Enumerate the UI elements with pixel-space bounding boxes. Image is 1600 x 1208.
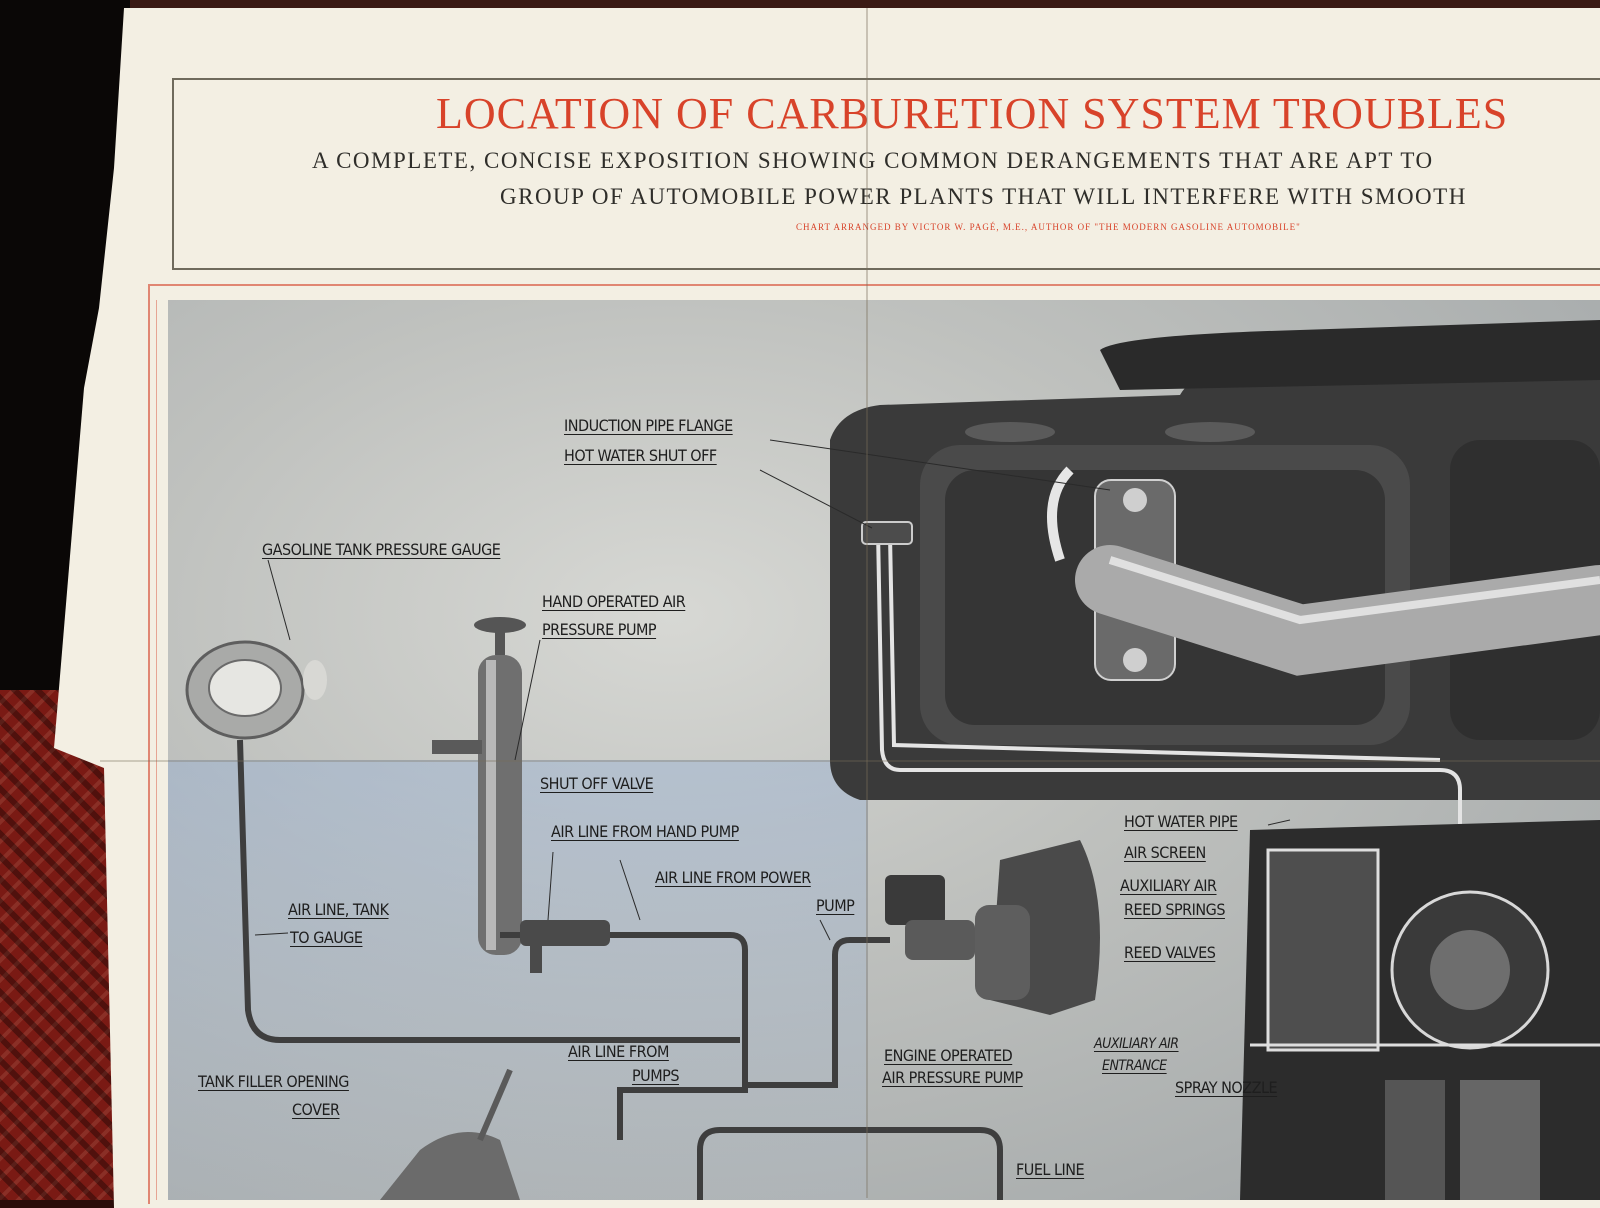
- header-box: [172, 78, 1600, 270]
- label-tank-filler-line-1: TANK FILLER OPENING: [198, 1072, 349, 1091]
- paper-fold-horizontal: [100, 760, 1600, 762]
- poster-subtitle-line-2: GROUP OF AUTOMOBILE POWER PLANTS THAT WI…: [500, 184, 1467, 209]
- poster-title: LOCATION OF CARBURETION SYSTEM TROUBLES: [436, 89, 1509, 138]
- label-gasoline-tank-pressure-gauge: GASOLINE TANK PRESSURE GAUGE: [262, 540, 501, 559]
- label-engine-operated-pump-line-1: ENGINE OPERATED: [884, 1046, 1013, 1065]
- label-auxiliary-air-entrance-line-2: ENTRANCE: [1102, 1058, 1167, 1074]
- label-shut-off-valve: SHUT OFF VALVE: [540, 774, 654, 793]
- label-hot-water-shut-off: HOT WATER SHUT OFF: [564, 446, 717, 465]
- carburetor-drawing: [1240, 820, 1600, 1200]
- red-frame-left-inner: [156, 300, 157, 1200]
- air-lines-drawing: [237, 739, 1003, 1200]
- shut-off-valve-drawing: [520, 920, 610, 973]
- red-frame-left: [148, 284, 150, 1204]
- hand-air-pump-drawing: [432, 617, 526, 955]
- label-tank-filler-line-2: COVER: [292, 1100, 340, 1119]
- induction-pipe-drawing: [1075, 479, 1600, 681]
- label-air-screen: AIR SCREEN: [1124, 843, 1206, 862]
- paper-fold-vertical: [866, 8, 868, 1198]
- poster-credit: CHART ARRANGED BY VICTOR W. PAGÉ, M.E., …: [796, 222, 1301, 232]
- label-air-line-from-pumps-line-2: PUMPS: [632, 1066, 679, 1085]
- poster-subtitle-line-1: A COMPLETE, CONCISE EXPOSITION SHOWING C…: [312, 148, 1434, 173]
- engine-operated-pump-drawing: [885, 840, 1100, 1015]
- label-auxiliary-air-entrance-line-1: AUXILIARY AIR: [1094, 1036, 1179, 1052]
- label-air-line-from-power-line-2: PUMP: [816, 896, 855, 915]
- engine-block-drawing: [830, 320, 1600, 800]
- red-carpet-background: [0, 690, 120, 1200]
- label-hand-operated-air-line-2: PRESSURE PUMP: [542, 620, 657, 639]
- red-frame-top: [148, 284, 1600, 286]
- label-auxiliary-air-reed-springs-line-1: AUXILIARY AIR: [1120, 876, 1217, 895]
- label-air-line-from-pumps-line-1: AIR LINE FROM: [568, 1042, 669, 1061]
- label-induction-pipe-flange: INDUCTION PIPE FLANGE: [564, 416, 733, 435]
- label-air-line-tank-line-1: AIR LINE, TANK: [288, 900, 389, 919]
- label-air-line-from-power-line-1: AIR LINE FROM POWER: [655, 868, 811, 887]
- hot-water-shut-off-drawing: [861, 521, 913, 545]
- label-hand-operated-air-line-1: HAND OPERATED AIR: [542, 592, 686, 611]
- label-air-line-tank-line-2: TO GAUGE: [290, 928, 363, 947]
- label-engine-operated-pump-line-2: AIR PRESSURE PUMP: [882, 1068, 1023, 1087]
- tank-filler-cover-drawing: [380, 1068, 520, 1200]
- leader-lines: [254, 439, 1291, 941]
- hot-water-pipe-drawing: [876, 529, 1462, 860]
- label-hot-water-pipe: HOT WATER PIPE: [1124, 812, 1238, 831]
- label-air-line-from-hand-pump: AIR LINE FROM HAND PUMP: [551, 822, 739, 841]
- label-reed-valves: REED VALVES: [1124, 943, 1216, 962]
- label-auxiliary-air-reed-springs-line-2: REED SPRINGS: [1124, 900, 1225, 919]
- label-fuel-line: FUEL LINE: [1016, 1160, 1085, 1179]
- label-spray-nozzle: SPRAY NOZZLE: [1175, 1078, 1278, 1097]
- pressure-gauge-drawing: [185, 640, 327, 740]
